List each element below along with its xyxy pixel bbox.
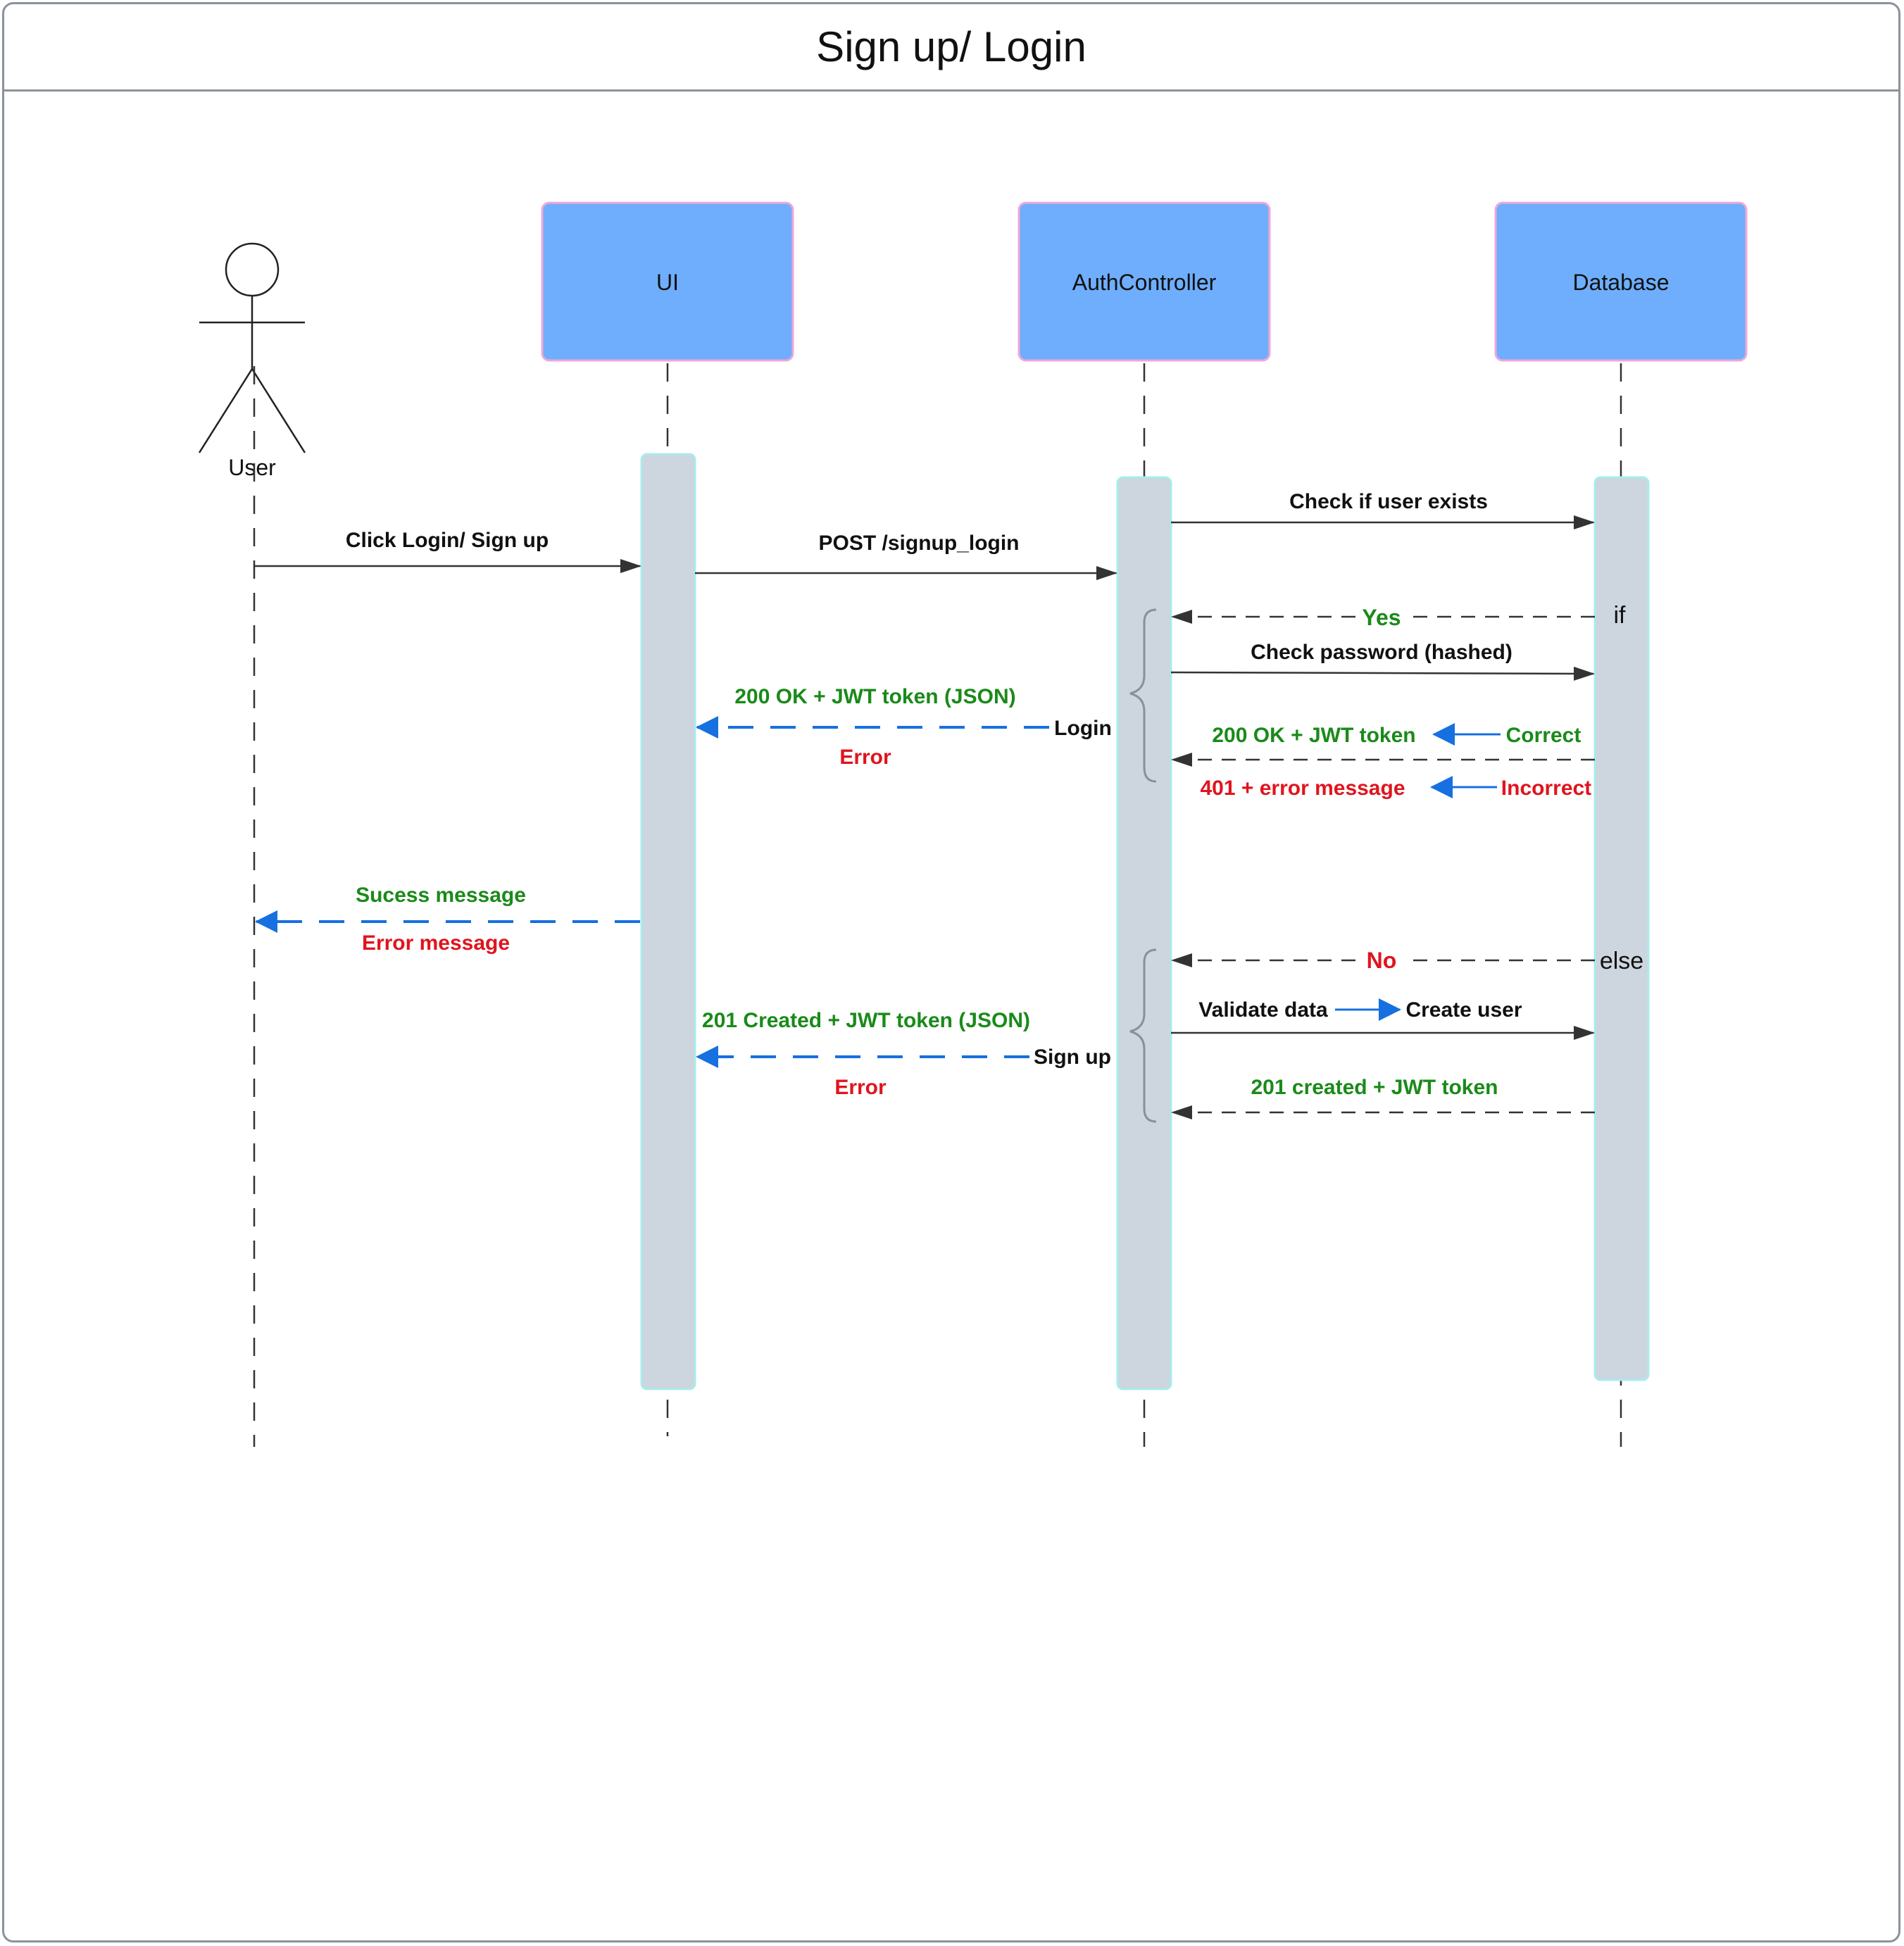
check-password-arrow [1170,666,1595,681]
error-message-label: Error message [362,931,510,955]
ok-jwt-json-label: 200 OK + JWT token (JSON) [734,685,1015,708]
diagram-title: Sign up/ Login [816,23,1086,70]
yes-label: Yes [1362,605,1401,630]
check-password-label: Check password (hashed) [1251,641,1512,664]
no-label: No [1367,948,1397,973]
user-actor [198,242,306,453]
auth-activation-bar [1116,476,1172,1391]
ui-participant: UI [541,201,794,362]
user-label: User [228,455,276,480]
user-actor-head [225,242,280,297]
ok-jwt-label: 200 OK + JWT token [1212,724,1415,747]
if-block-brace [1129,608,1157,783]
else-block-brace [1129,948,1157,1123]
db-activation-bar [1593,476,1650,1381]
signup-error-label: Error [834,1076,887,1099]
if-label: if [1614,602,1627,629]
post-signup-label: POST /signup_login [819,532,1020,555]
else-label: else [1600,948,1643,974]
db-participant: Database [1494,201,1748,362]
auth-label: AuthController [1072,270,1217,295]
ui-label: UI [656,270,679,295]
incorrect-label: Incorrect [1501,777,1591,800]
created-jwt-label: 201 created + JWT token [1251,1076,1498,1099]
ui-activation-bar [640,453,696,1391]
create-user-label: Create user [1405,998,1522,1022]
auth-participant: AuthController [1017,201,1271,362]
created-jwt-json-label: 201 Created + JWT token (JSON) [702,1009,1030,1032]
click-login-label: Click Login/ Sign up [346,529,549,552]
error-401-label: 401 + error message [1200,777,1405,800]
correct-label: Correct [1506,724,1582,747]
success-message-label: Sucess message [356,884,526,907]
login-error-label: Error [839,746,891,769]
login-label: Login [1054,717,1112,740]
check-user-label: Check if user exists [1289,490,1488,513]
signup-label: Sign up [1034,1046,1111,1069]
title-bar: Sign up/ Login [4,4,1898,92]
validate-data-label: Validate data [1198,998,1328,1022]
db-label: Database [1573,270,1670,295]
